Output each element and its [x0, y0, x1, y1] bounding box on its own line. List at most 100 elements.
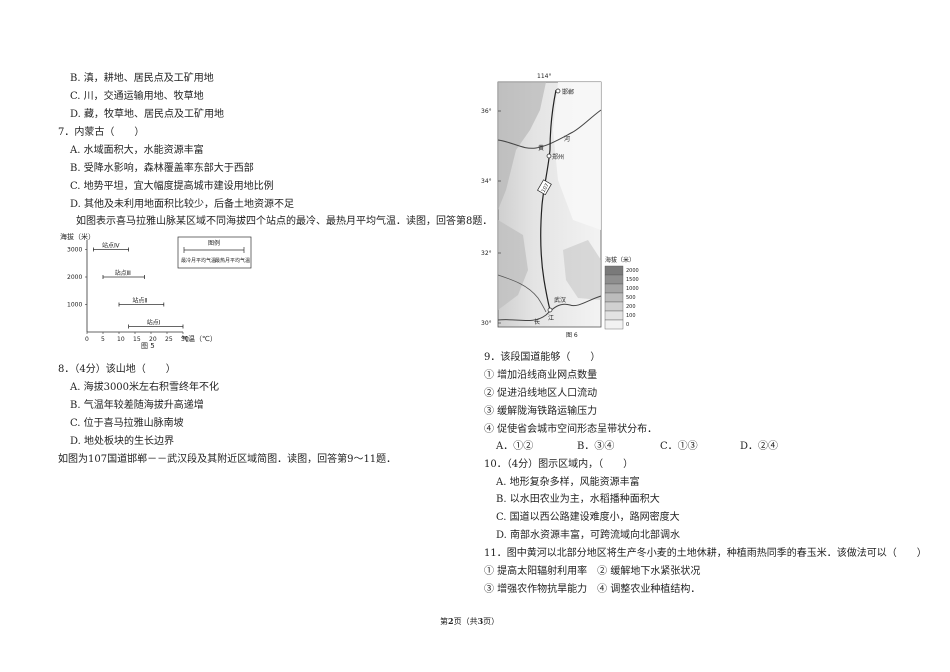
q10-stem: 10．（4分）图示区域内，（ ）	[484, 459, 634, 470]
city-handan-marker	[555, 88, 561, 94]
elevation-label: 2000	[626, 268, 639, 274]
footer-prefix: 第	[440, 617, 448, 626]
q8-option-a: A. 海拔3000米左右积雪终年不化	[70, 382, 220, 393]
q10-option-b: B. 以水田农业为主，水稻播种面积大	[496, 494, 660, 505]
city-wuhan-marker	[547, 307, 553, 313]
station-label: 站点Ⅳ	[102, 242, 120, 250]
q8-option-c: C. 位于喜马拉雅山脉南坡	[70, 418, 184, 429]
river-label-chang: 长	[534, 318, 540, 326]
elevation-swatch	[604, 283, 624, 294]
q9-choice-a: A．①②	[496, 441, 534, 452]
q6-option-b: B. 滇，耕地、居民点及工矿用地	[70, 73, 214, 84]
han-river	[497, 274, 547, 313]
q11-options-1-2: ① 提高太阳辐射利用率 ② 缓解地下水紧张状况	[484, 566, 701, 577]
q9-choice-b: B．③④	[577, 441, 615, 452]
q9-option-3: ③ 缓解陇海铁路运输压力	[484, 406, 598, 417]
q6-option-c: C. 川，交通运输用地、牧草地	[70, 91, 204, 102]
elevation-swatch	[604, 310, 624, 321]
fig5-xtick-label: 30	[181, 336, 189, 343]
fig5-xtick-label: 5	[101, 336, 105, 343]
fig5-legend-cold: 最冷月平均气温	[181, 257, 216, 264]
elevation-swatch	[604, 319, 624, 330]
lat-34: 34°	[481, 178, 492, 185]
river-label-huang: 黄	[538, 144, 544, 152]
elevation-label: 1000	[626, 286, 639, 292]
q7-option-d: D. 其他及未利用地面积比较少，后备土地资源不足	[70, 199, 295, 210]
page-footer: 第2页（共3页）	[440, 615, 499, 628]
fig6-legend-title: 海拔（米）	[605, 256, 635, 264]
elevation-label: 200	[626, 304, 636, 310]
fig5-legend-title: 图例	[208, 239, 220, 247]
q11-options-3-4: ③ 增强农作物抗旱能力 ④ 调整农业种植结构．	[484, 584, 701, 595]
footer-total-pages: 3	[477, 616, 484, 626]
elevation-label: 500	[626, 295, 636, 301]
city-handan: 邯郸	[562, 88, 574, 96]
map-mountain-southeast	[563, 240, 601, 300]
q8-option-d: D. 地处板块的生长边界	[70, 436, 175, 447]
fig6-intro: 如图为107国道邯郸－－武汉段及其附近区域简图．读图，回答第9～11题．	[58, 454, 397, 465]
map-mountain-southwest	[498, 220, 528, 310]
yangtze-river	[497, 295, 602, 321]
q9-option-2: ② 促进沿线地区人口流动	[484, 388, 598, 399]
footer-page-number: 2	[448, 616, 454, 626]
road-107	[540, 89, 557, 311]
fig5-legend-box	[177, 236, 252, 269]
road-107-shield	[537, 179, 552, 196]
q7-option-c: C. 地势平坦，宜大幅度提高城市建设用地比例	[70, 181, 274, 192]
figure-6-map: 114° 107 36° 34° 32° 30° 邯郸 郑州 武汉 黄 河 长 …	[481, 73, 639, 339]
station-label: 站点Ⅱ	[132, 297, 147, 305]
fig5-xtick-label: 20	[149, 336, 157, 343]
road-107-label: 107	[541, 183, 551, 194]
figure-5-chart: 海拔（米） 3000 2000 1000 0 5 10 15 20 25 30 气温（℃） 站点…	[60, 232, 252, 350]
footer-suffix: 页）	[483, 617, 500, 626]
fig5-intro: 如图表示喜马拉雅山脉某区域不同海拔四个站点的最冷、最热月平均气温．读图，回答第8…	[76, 216, 493, 227]
q9-choice-c: C．①③	[660, 441, 698, 452]
river-label-jiang: 江	[548, 315, 554, 322]
fig5-xtick-label: 10	[117, 336, 125, 343]
elevation-swatch	[604, 292, 624, 303]
q7-option-b: B. 受降水影响，森林覆盖率东部大于西部	[70, 163, 254, 174]
q9-choice-d: D．②④	[740, 441, 779, 452]
city-zhengzhou: 郑州	[552, 153, 564, 161]
q10-option-d: D. 南部水资源丰富，可跨流域向北部调水	[496, 530, 681, 541]
city-wuhan: 武汉	[554, 296, 566, 304]
fig5-xtick-label: 0	[85, 336, 89, 343]
city-zhengzhou-marker	[546, 153, 552, 159]
yellow-river	[497, 109, 602, 149]
elevation-label: 100	[626, 313, 636, 319]
fig5-x-axis-label: 气温（℃）	[181, 334, 217, 343]
elevation-swatch	[604, 274, 624, 285]
q8-option-b: B. 气温年较差随海拔升高递增	[70, 400, 204, 411]
q10-option-a: A. 地形复杂多样，风能资源丰富	[496, 477, 640, 488]
river-label-he: 河	[564, 135, 570, 143]
lat-32: 32°	[481, 250, 492, 257]
fig6-caption: 图 6	[566, 332, 578, 339]
q6-option-d: D. 藏，牧草地、居民点及工矿用地	[70, 109, 225, 120]
fig5-y-axis-label: 海拔（米）	[60, 232, 95, 241]
fig6-longitude-label: 114°	[537, 73, 551, 80]
station-label: 站点Ⅲ	[115, 269, 131, 277]
fig5-xtick-label: 15	[133, 336, 141, 343]
fig5-caption: 图 5	[141, 342, 155, 350]
q8-stem: 8．（4分）该山地（ ）	[58, 364, 176, 375]
q10-option-c: C. 国道以西公路建设难度小，路网密度大	[496, 512, 680, 523]
q7-stem: 7．内蒙古（ ）	[58, 127, 145, 138]
elevation-swatch	[604, 301, 624, 312]
elevation-label: 0	[626, 322, 629, 328]
fig5-xtick-label: 25	[165, 336, 173, 343]
station-label: 站点Ⅰ	[147, 319, 161, 327]
fig5-ytick-label: 3000	[67, 247, 82, 254]
q9-option-1: ① 增加沿线商业网点数量	[484, 370, 598, 381]
lat-30: 30°	[481, 320, 492, 327]
lat-36: 36°	[481, 108, 492, 115]
elevation-swatch	[604, 265, 624, 276]
q9-option-4: ④ 促使省会城市空间形态呈带状分布．	[484, 424, 658, 435]
q9-stem: 9．该段国道能够（ ）	[484, 352, 601, 363]
fig5-legend-hot: 最热月平均气温	[215, 257, 250, 264]
q11-stem: 11．图中黄河以北部分地区将生产冬小麦的土地休耕，种植雨热同季的春玉米．该做法可…	[484, 548, 927, 559]
footer-mid: 页（共	[453, 617, 478, 626]
fig5-ytick-label: 1000	[67, 302, 82, 309]
map-plain-east	[553, 82, 601, 230]
map-mountain-west	[498, 82, 546, 210]
fig5-ytick-label: 2000	[67, 274, 82, 281]
